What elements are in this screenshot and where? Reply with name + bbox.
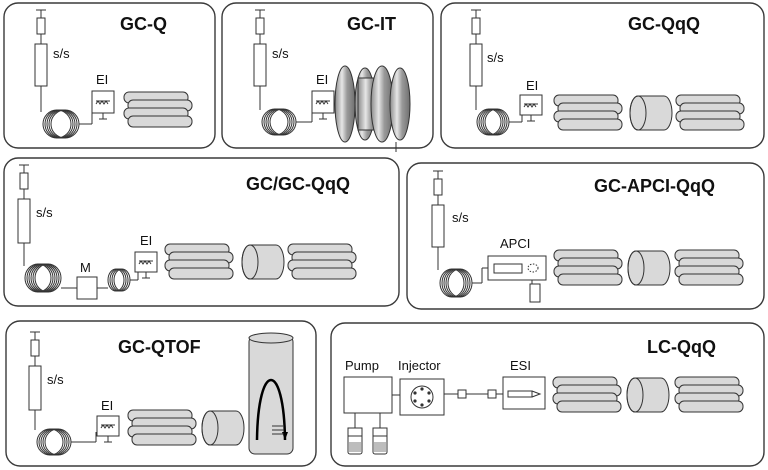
split-splitless-injector	[469, 43, 483, 87]
quadrupole-q3-icon	[675, 94, 745, 131]
solvent-bottle-b-icon	[372, 427, 388, 455]
ss-label: s/s	[452, 210, 469, 225]
quadrupole-q1-icon	[164, 243, 234, 280]
syringe-icon	[433, 170, 443, 205]
panel-title: GC-Q	[120, 14, 167, 34]
apci-source-icon	[487, 255, 547, 303]
panel-gcgc-qqq: GC/GC-QqQ s/s M EI	[3, 157, 400, 307]
pump-box	[343, 376, 393, 414]
source-label: EI	[140, 233, 152, 248]
quadrupole-icon	[127, 409, 197, 446]
source-label: ESI	[510, 358, 531, 373]
split-splitless-injector	[253, 43, 267, 87]
split-splitless-injector	[17, 198, 31, 244]
source-label: APCI	[500, 236, 530, 251]
injector-label: Injector	[398, 358, 441, 373]
ei-source-icon	[519, 94, 543, 122]
lc-column-icon	[457, 389, 508, 399]
panel-gc-it: GC-IT s/s EI	[221, 2, 434, 152]
pump-label: Pump	[345, 358, 379, 373]
source-label: EI	[526, 78, 538, 93]
source-label: EI	[96, 72, 108, 87]
quadrupole-q3-icon	[674, 249, 744, 286]
ei-source-icon	[311, 90, 335, 120]
quadrupole-q3-icon	[674, 376, 744, 413]
ss-label: s/s	[272, 46, 289, 61]
ei-source-icon	[96, 415, 120, 443]
panel-lc-qqq: LC-QqQ Pump Injector	[330, 322, 765, 467]
collision-cell-icon	[626, 377, 670, 413]
panel-title: GC/GC-QqQ	[246, 174, 350, 194]
collision-cell-icon	[201, 410, 245, 446]
collision-cell-icon	[629, 95, 673, 131]
panel-gc-qqq: GC-QqQ s/s EI	[440, 2, 765, 149]
panel-title: GC-IT	[347, 14, 396, 34]
ss-label: s/s	[36, 205, 53, 220]
column-coil-icon	[36, 428, 72, 456]
column-1-coil-icon	[24, 263, 62, 293]
panel-title: GC-APCI-QqQ	[594, 176, 715, 196]
syringe-icon	[255, 9, 265, 44]
syringe-icon	[30, 331, 40, 366]
quadrupole-icon	[123, 91, 193, 128]
syringe-icon	[36, 9, 46, 44]
panel-title: GC-QTOF	[118, 337, 201, 357]
split-splitless-injector	[28, 365, 42, 411]
source-label: EI	[101, 398, 113, 413]
panel-title: LC-QqQ	[647, 337, 716, 357]
syringe-icon	[19, 164, 29, 199]
quadrupole-q1-icon	[553, 94, 623, 131]
panel-gc-qtof: GC-QTOF s/s EI	[5, 320, 317, 467]
panel-gc-apci-qqq: GC-APCI-QqQ s/s APCI	[406, 162, 765, 310]
collision-cell-icon	[627, 250, 671, 286]
ss-label: s/s	[53, 46, 70, 61]
column-coil-icon	[42, 109, 80, 139]
modulator-box	[76, 276, 98, 300]
split-splitless-injector	[431, 204, 445, 248]
quadrupole-q3-icon	[287, 243, 357, 280]
collision-cell-icon	[241, 244, 285, 280]
ion-trap-icon	[334, 65, 411, 152]
split-splitless-injector	[34, 43, 48, 87]
quadrupole-q1-icon	[553, 249, 623, 286]
ss-label: s/s	[487, 50, 504, 65]
modulator-label: M	[80, 260, 91, 275]
ss-label: s/s	[47, 372, 64, 387]
injector-valve-icon	[399, 378, 445, 416]
quadrupole-q1-icon	[552, 376, 622, 413]
syringe-icon	[471, 9, 481, 44]
tof-flight-tube-icon	[248, 332, 294, 455]
panel-title: GC-QqQ	[628, 14, 700, 34]
ei-source-icon	[91, 90, 115, 120]
source-label: EI	[316, 72, 328, 87]
esi-source-icon	[502, 376, 546, 410]
ei-source-icon	[134, 251, 158, 279]
solvent-bottle-a-icon	[347, 427, 363, 455]
panel-gc-q: GC-Q s/s EI	[3, 2, 216, 149]
